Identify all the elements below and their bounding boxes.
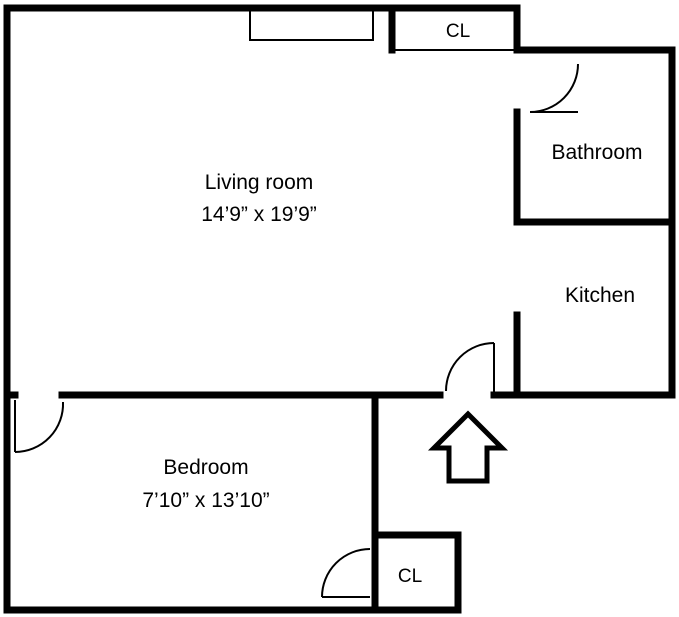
bathroom-name: Bathroom bbox=[551, 141, 642, 164]
doors bbox=[14, 63, 579, 598]
walls bbox=[3, 4, 676, 614]
closet-bottom-name: CL bbox=[398, 566, 422, 587]
bedroom-dimensions: 7’10” x 13’10” bbox=[142, 489, 269, 512]
kitchen-name: Kitchen bbox=[565, 284, 635, 307]
living-room-dimensions: 14’9” x 19’9” bbox=[201, 203, 317, 226]
entry-door-swing bbox=[445, 342, 495, 392]
living-room-name: Living room bbox=[205, 171, 314, 194]
bedroom-name: Bedroom bbox=[163, 456, 248, 479]
bathroom-door-swing bbox=[529, 63, 579, 113]
windows bbox=[249, 7, 517, 51]
bedroom-door-swing bbox=[14, 401, 65, 454]
closet-top-name: CL bbox=[446, 21, 470, 42]
window-top bbox=[249, 7, 374, 41]
entrance-arrow-icon bbox=[427, 410, 509, 484]
closet-bottom-door-swing bbox=[321, 548, 371, 598]
